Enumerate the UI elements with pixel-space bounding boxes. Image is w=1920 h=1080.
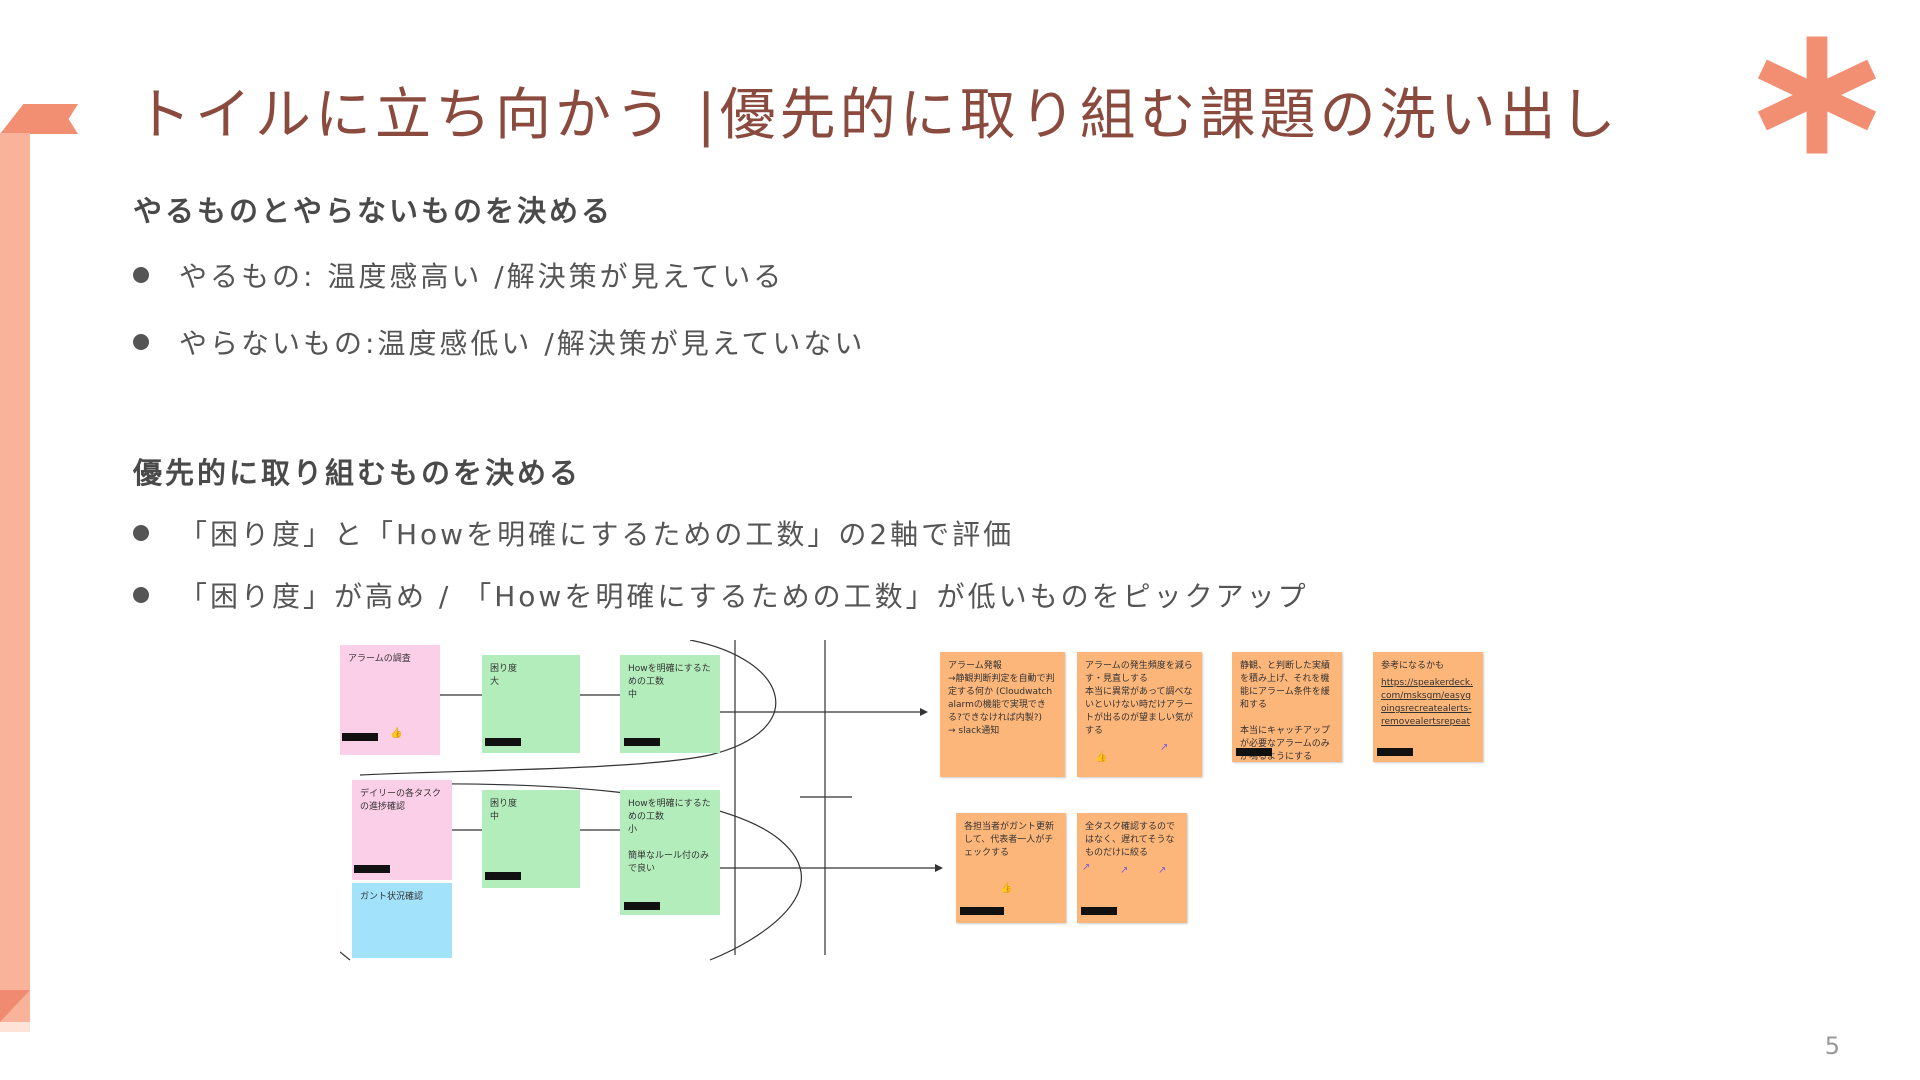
page-number: 5 xyxy=(1824,1032,1840,1060)
ref-link[interactable]: https://speakerdeck.com/msksgm/easygoing… xyxy=(1381,678,1473,727)
ribbon-bar-decoration xyxy=(0,133,30,1023)
bullet-dot xyxy=(133,334,149,350)
note-row2-1: 各担当者がガント更新して、代表者一人がチェックする xyxy=(956,813,1066,923)
section2-bullet-1: 「困り度」と「Howを明確にするための工数」の2軸で評価 xyxy=(133,513,1014,553)
section2-bullet-2: 「困り度」が高め / 「Howを明確にするための工数」が低いものをピックアップ xyxy=(133,575,1309,615)
arrow-icon: ↗ xyxy=(1158,865,1167,876)
redaction-bar xyxy=(354,865,390,873)
sticky-cost-2: Howを明確にするための工数 小 簡単なルール付のみで良い xyxy=(620,790,720,915)
arrow-icon: ↗ xyxy=(1160,742,1169,753)
section2-heading: 優先的に取り組むものを決める xyxy=(133,456,582,490)
redaction-bar xyxy=(1236,748,1272,756)
thumb-icon: 👍 xyxy=(1095,752,1108,763)
asterisk-icon xyxy=(1757,36,1877,154)
arrow-icon: ↗ xyxy=(1120,865,1129,876)
note-row1-1: アラーム発報 →静観判断判定を自動で判定する何か (Cloudwatch ala… xyxy=(940,652,1065,777)
redaction-bar xyxy=(960,907,1004,915)
section1-heading: やるものとやらないものを決める xyxy=(133,194,614,228)
note-row2-2: 全タスク確認するのではなく、遅れてそうなものだけに絞る xyxy=(1077,813,1187,923)
board-lines xyxy=(340,640,943,961)
note-row1-2: アラームの発生頻度を減らす・見直しする 本当に異常があって調べないといけない時だ… xyxy=(1077,652,1202,777)
bullet-dot xyxy=(133,525,149,541)
note-ref: 参考になるかも https://speakerdeck.com/msksgm/e… xyxy=(1373,652,1483,762)
thumb-icon: 👍 xyxy=(390,728,403,739)
redaction-bar xyxy=(342,733,378,741)
redaction-bar xyxy=(485,738,521,746)
arrow-icon: ↗ xyxy=(1082,862,1091,873)
section1-bullet-2: やらないもの:温度感低い /解決策が見えていない xyxy=(133,322,865,362)
sticky-extra-2: ガント状況確認 xyxy=(352,883,452,958)
redaction-bar xyxy=(485,872,521,880)
redaction-bar xyxy=(1377,748,1413,756)
bullet-dot xyxy=(133,267,149,283)
sticky-trouble-1: 困り度 大 xyxy=(482,655,580,753)
section1-bullet-1: やるもの: 温度感高い /解決策が見えている xyxy=(133,255,784,295)
sticky-cost-1: Howを明確にするための工数 中 xyxy=(620,655,720,753)
redaction-bar xyxy=(624,738,660,746)
sticky-topic-1: アラームの調査 👍 xyxy=(340,645,440,755)
thumb-icon: 👍 xyxy=(1000,883,1013,894)
sticky-board: アラームの調査 👍 困り度 大 Howを明確にするための工数 中 デイリーの各タ… xyxy=(340,640,1483,970)
bullet-dot xyxy=(133,587,149,603)
sticky-trouble-2: 困り度 中 xyxy=(482,790,580,888)
note-row1-3: 静観、と判断した実績を積み上げ、それを機能にアラーム条件を緩和する 本当にキャッ… xyxy=(1232,652,1342,762)
ribbon-top-decoration xyxy=(0,104,78,134)
page-title: トイルに立ち向かう |優先的に取り組む課題の洗い出し xyxy=(135,83,1620,148)
sticky-topic-2: デイリーの各タスクの進捗確認 xyxy=(352,780,452,880)
redaction-bar xyxy=(624,902,660,910)
redaction-bar xyxy=(1081,907,1117,915)
ribbon-foot-decoration xyxy=(0,1022,30,1032)
